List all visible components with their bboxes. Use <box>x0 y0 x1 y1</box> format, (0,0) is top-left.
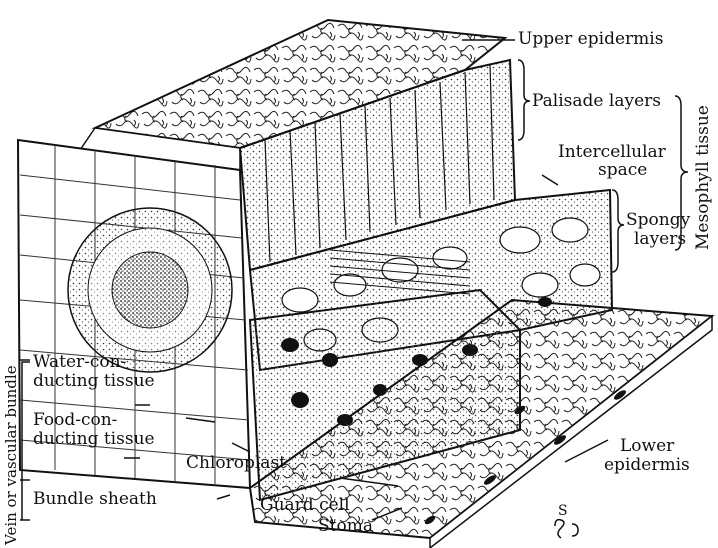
label-food-conducting-1: Food-con- <box>33 411 117 429</box>
label-chloroplast: Chloroplast <box>186 454 286 472</box>
label-mesophyll-tissue: Mesophyll tissue <box>693 105 713 250</box>
label-upper-epidermis: Upper epidermis <box>518 30 663 48</box>
label-epidermis: epidermis <box>604 456 690 474</box>
label-layers: layers <box>634 230 686 248</box>
label-lower: Lower <box>620 437 674 455</box>
label-food-conducting-2: ducting tissue <box>33 430 155 448</box>
label-water-conducting-1: Water-con- <box>33 353 126 371</box>
label-stoma-letter: S <box>558 502 568 520</box>
label-palisade-layers: Palisade layers <box>532 92 661 110</box>
label-stoma: Stoma <box>318 517 373 535</box>
label-intercellular: Intercellular <box>558 143 666 161</box>
label-bundle-sheath: Bundle sheath <box>33 490 157 508</box>
label-vein-or-vascular-bundle: Vein or vascular bundle <box>2 365 20 545</box>
label-spongy: Spongy <box>626 211 690 229</box>
stoma-mark <box>555 520 578 538</box>
label-guard-cell: Guard cell <box>260 496 350 514</box>
label-water-conducting-2: ducting tissue <box>33 372 155 390</box>
label-space: space <box>598 161 647 179</box>
